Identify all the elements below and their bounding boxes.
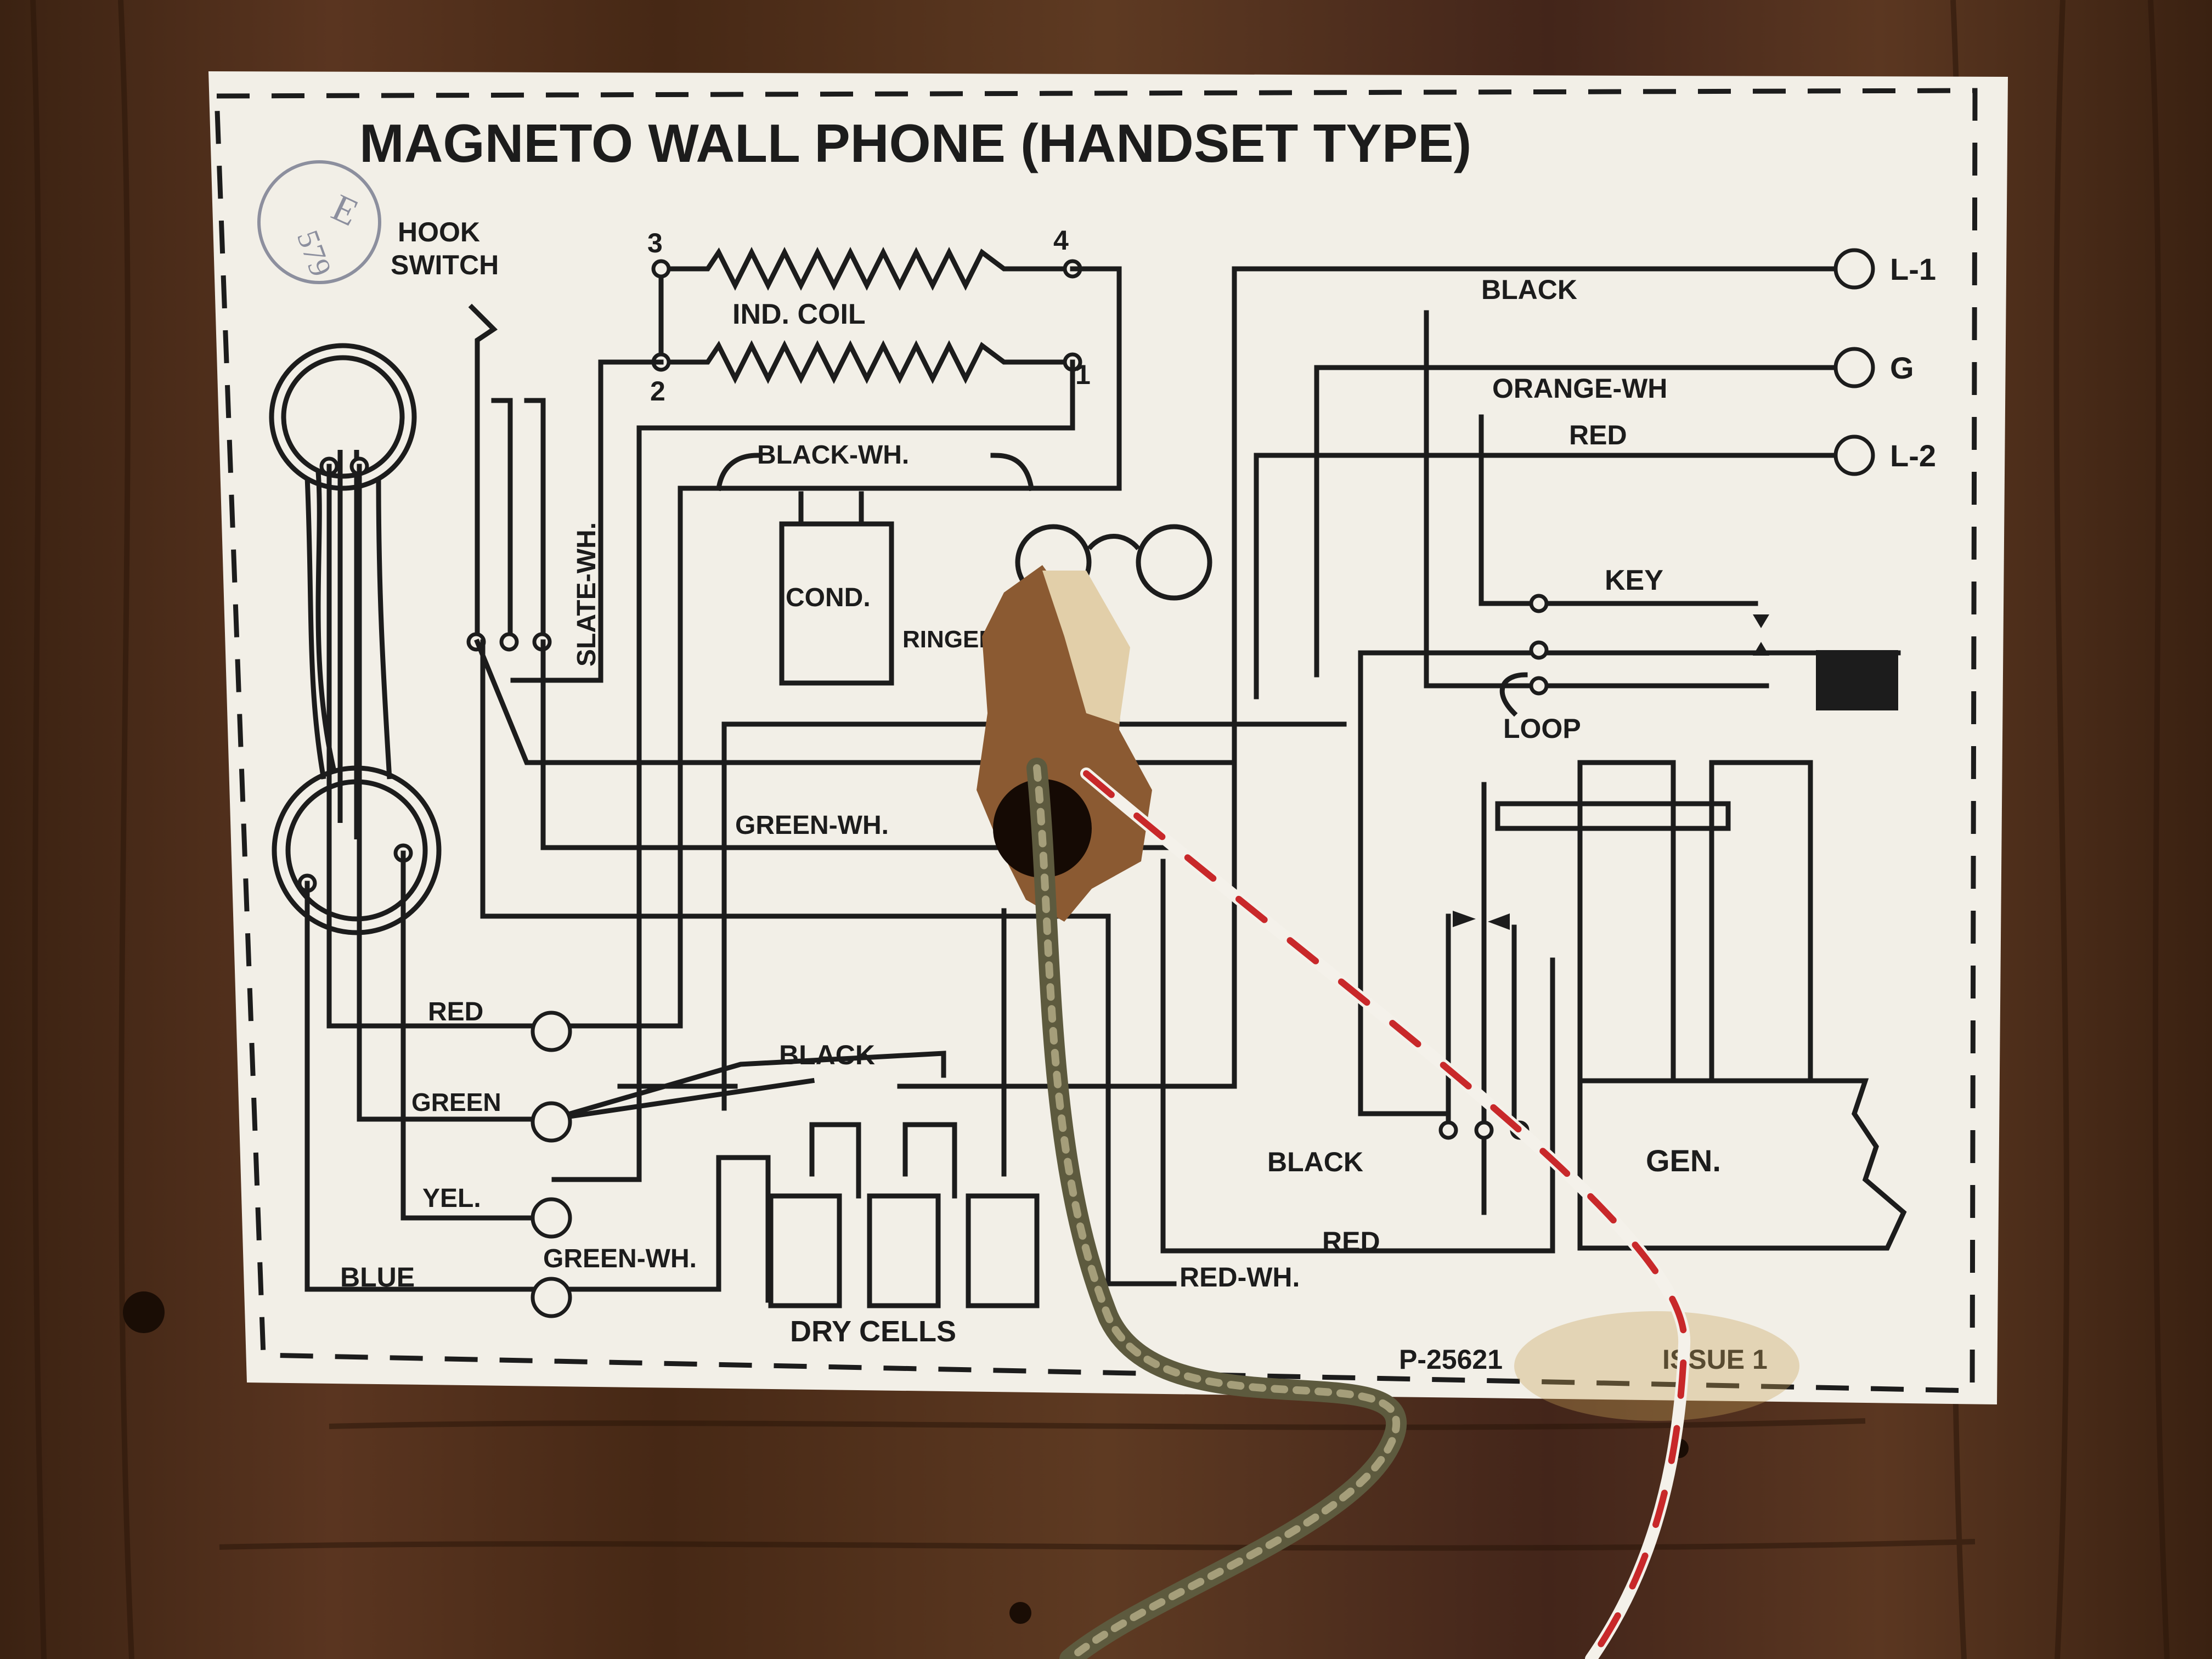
svg-text:RED: RED [1569,420,1627,450]
svg-text:3: 3 [647,228,663,258]
svg-text:BLACK: BLACK [779,1040,875,1070]
svg-text:YEL.: YEL. [422,1184,481,1213]
key-switch: KEY LOOP [1499,565,1898,744]
diagram-title: MAGNETO WALL PHONE (HANDSET TYPE) [359,113,1471,173]
induction-coil: 3 4 2 1 IND. COIL [647,225,1091,407]
cond-label: COND. [786,583,871,612]
svg-text:BLACK: BLACK [1267,1147,1363,1177]
svg-text:GREEN-WH.: GREEN-WH. [735,811,889,840]
svg-text:GREEN: GREEN [411,1088,501,1116]
hook-switch-label: HOOK [398,217,480,247]
torn-paper-flap [1042,571,1130,724]
gen-label: GEN. [1646,1143,1721,1178]
svg-text:KEY: KEY [1605,565,1663,596]
svg-text:ORANGE-WH: ORANGE-WH [1492,373,1667,404]
svg-text:RED: RED [1322,1226,1380,1257]
wiring-lines [304,266,1901,1303]
ringer-label: RINGER [902,626,996,653]
terminal-l1-label: L-1 [1890,252,1936,286]
loop-label: LOOP [1503,713,1581,744]
black-wh-label: BLACK-WH. [757,441,909,470]
generator: GEN. BLACK RED RED-WH. [1180,760,1907,1293]
svg-text:4: 4 [1053,225,1069,256]
slate-wh-label: SLATE-WH. [572,522,601,667]
condenser: COND. [779,491,894,686]
svg-text:BLUE: BLUE [340,1262,415,1293]
drawing-number: P-25621 [1399,1344,1503,1375]
svg-text:RED-WH.: RED-WH. [1180,1262,1300,1293]
svg-text:RED: RED [428,997,483,1026]
dashed-border [214,88,1978,1393]
water-stain [1514,1311,1799,1421]
dry-cells: DRY CELLS [768,1193,1040,1348]
ind-coil-label: IND. COIL [732,298,866,330]
line-terminals: BLACK ORANGE-WH RED L-1 G L-2 [1481,248,1936,476]
terminal-l2-label: L-2 [1890,438,1936,473]
svg-text:BLACK: BLACK [1481,274,1577,305]
telephone-cord [1026,758,1691,1659]
svg-text:GREEN-WH.: GREEN-WH. [543,1244,697,1273]
terminal-g-label: G [1890,351,1914,385]
handset-cord-terminals: RED GREEN YEL. BLUE GREEN-WH. GREEN-WH. … [340,811,889,1318]
dry-cells-label: DRY CELLS [790,1315,956,1348]
svg-text:2: 2 [650,376,665,407]
hook-switch-label: SWITCH [391,250,499,280]
